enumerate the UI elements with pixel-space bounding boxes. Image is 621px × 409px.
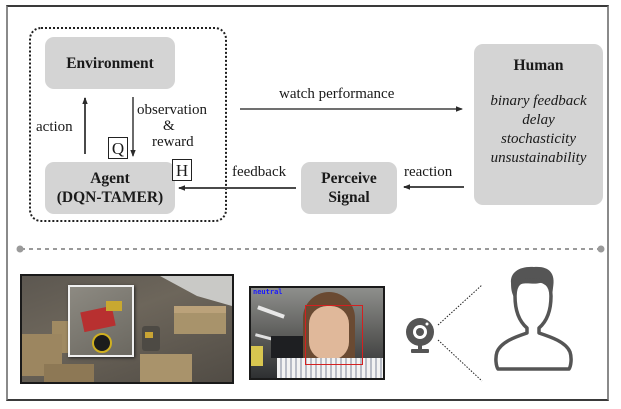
- observation-label: observation: [137, 102, 207, 118]
- feedback-label: feedback: [232, 164, 287, 180]
- divider-right-dot: [597, 245, 605, 253]
- human-attr-unsustainability: unsustainability: [490, 150, 587, 166]
- agent-node: Agent (DQN-TAMER): [45, 162, 175, 214]
- perceive-label-1: Perceive: [321, 170, 377, 187]
- reward-label: reward: [152, 134, 194, 150]
- human-node: Human binary feedback delay stochasticit…: [474, 44, 603, 205]
- perceive-label-2: Signal: [328, 189, 370, 206]
- h-model-marker: H: [172, 159, 192, 181]
- reaction-label: reaction: [404, 164, 453, 180]
- face-detection-photo: neutral: [249, 286, 385, 380]
- agent-sublabel: (DQN-TAMER): [56, 189, 164, 206]
- human-attr-binary-feedback: binary feedback: [490, 93, 587, 109]
- face-detection-box: [305, 305, 363, 365]
- person-icon: [494, 266, 573, 371]
- human-label: Human: [513, 57, 564, 74]
- human-attr-stochasticity: stochasticity: [501, 131, 576, 147]
- divider-left-dot: [16, 245, 24, 253]
- figure-frame: [6, 5, 609, 401]
- watch-performance-label: watch performance: [279, 86, 395, 102]
- webcam-icon: [406, 318, 434, 353]
- q-value-marker: Q: [108, 137, 128, 159]
- robot-scene-photo: [20, 274, 234, 384]
- environment-label: Environment: [66, 54, 154, 72]
- ampersand-label: &: [163, 118, 175, 134]
- perceive-signal-node: Perceive Signal: [301, 162, 397, 214]
- webcam-view-line-top: [437, 284, 483, 326]
- webcam-view-line-bottom: [437, 339, 483, 382]
- robot-closeup-inset: [68, 285, 134, 357]
- environment-node: Environment: [45, 37, 175, 89]
- emotion-label: neutral: [253, 288, 283, 296]
- agent-label: Agent: [90, 170, 130, 187]
- action-label: action: [36, 119, 73, 135]
- human-attr-delay: delay: [522, 112, 555, 128]
- rl-loop-boundary: [29, 27, 227, 222]
